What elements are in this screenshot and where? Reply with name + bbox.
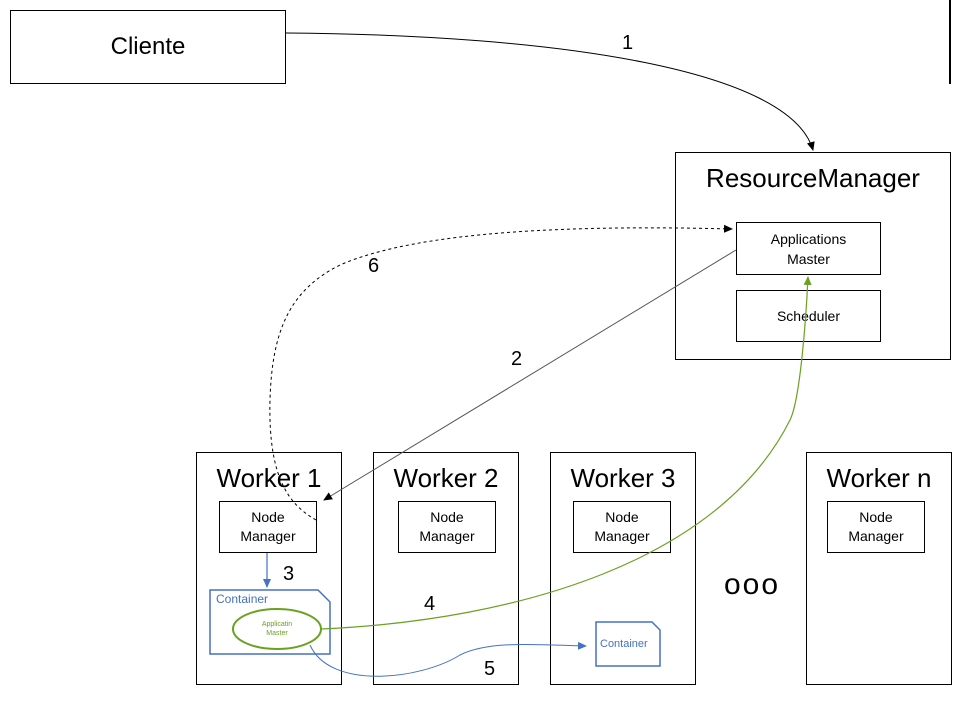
node-manager-line1: Node: [430, 509, 464, 525]
app-master-small-line2: Master: [266, 630, 288, 637]
worker-n-box: Worker n Node Manager: [806, 452, 952, 685]
right-edge-line: [949, 0, 951, 84]
container-label: Container: [216, 592, 269, 606]
node-manager-line2: Manager: [419, 528, 475, 544]
step-2-label: 2: [511, 348, 522, 370]
cliente-box: Cliente: [10, 10, 286, 84]
ellipsis-dots: ooo: [724, 568, 781, 601]
node-manager-box: Node Manager: [398, 501, 496, 553]
scheduler-label: Scheduler: [776, 308, 841, 324]
applications-master-line2: Master: [787, 250, 830, 267]
node-manager-line1: Node: [251, 509, 285, 525]
worker-2-box: Worker 2 Node Manager: [373, 452, 519, 685]
worker-title: Worker 2: [393, 463, 499, 493]
cliente-label: Cliente: [110, 33, 186, 60]
node-manager-line2: Manager: [594, 528, 650, 544]
worker-title: Worker n: [826, 463, 932, 493]
node-manager-box: Node Manager: [219, 501, 317, 553]
node-manager-line1: Node: [605, 509, 639, 525]
worker-3-box: Worker 3 Node Manager: [550, 452, 696, 685]
node-manager-box: Node Manager: [573, 501, 671, 553]
applications-master-line1: Applications: [770, 230, 847, 247]
scheduler-box: Scheduler: [736, 290, 881, 342]
node-manager-line2: Manager: [240, 528, 296, 544]
app-master-small-line1: Applicatin: [261, 621, 293, 628]
app-master-small-label: Applicatin Master: [240, 620, 314, 638]
arrow-1: [285, 32, 815, 151]
node-manager-line2: Manager: [848, 528, 904, 544]
step-1-label: 1: [622, 32, 633, 54]
container-small-label: Container: [600, 638, 648, 650]
worker-title: Worker 1: [216, 463, 322, 493]
worker-1-box: Worker 1 Node Manager: [196, 452, 342, 685]
worker-title: Worker 3: [570, 463, 676, 493]
node-manager-line1: Node: [859, 509, 893, 525]
applications-master-box: Applications Master: [736, 222, 881, 275]
step-6-label: 6: [368, 255, 379, 277]
resource-manager-title: ResourceManager: [706, 163, 920, 193]
node-manager-box: Node Manager: [827, 501, 925, 553]
